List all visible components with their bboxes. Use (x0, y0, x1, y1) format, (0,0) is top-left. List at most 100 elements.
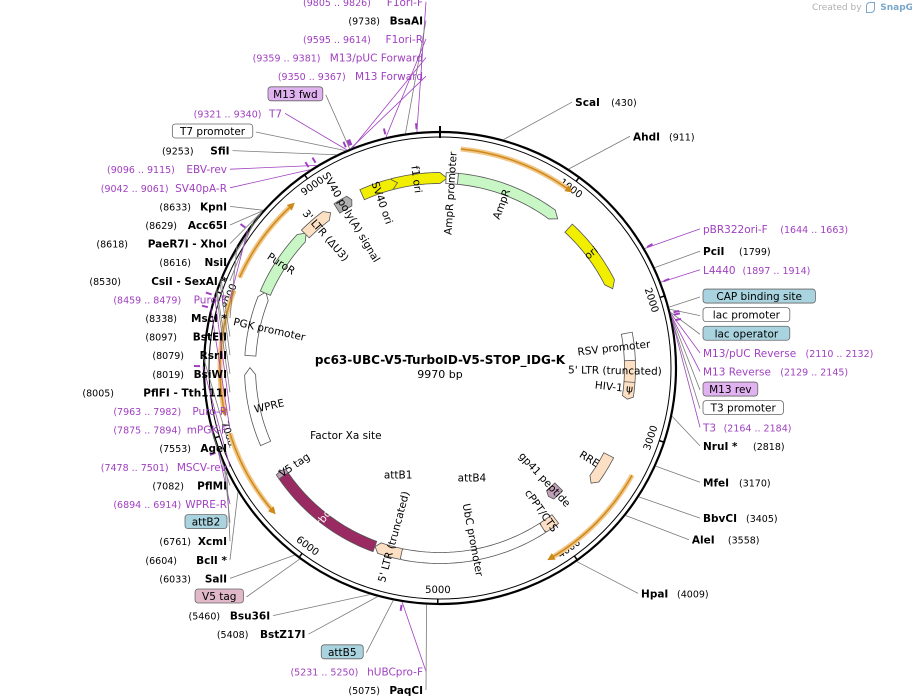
primer-pbr322ori-f[interactable]: pBR322ori-F(1644 .. 1663) (703, 224, 848, 236)
site-bsteii[interactable]: BstEII(8097) (145, 332, 227, 344)
primer-f1ori-r[interactable]: F1ori-R(9595 .. 9614) (303, 34, 423, 46)
feature-label-ltr-5-truncated: 5' LTR (truncated) (376, 490, 412, 584)
label-name: PaqCI (389, 685, 423, 697)
site-sfii[interactable]: SfiI(9253) (162, 146, 230, 158)
site-alei[interactable]: AleI(3558) (692, 535, 760, 547)
feature-wpre[interactable] (244, 367, 272, 447)
feature-rre[interactable] (589, 452, 615, 484)
primer-ebv-rev[interactable]: EBV-rev(9096 .. 9115) (107, 164, 227, 176)
site-csii[interactable]: CsiI - SexAI *(8530) (89, 276, 227, 288)
label-name: CsiI - SexAI * (151, 276, 227, 288)
label-position: (7478 .. 7501) (101, 463, 169, 474)
site-bsiwi[interactable]: BsiWI(8019) (152, 369, 227, 381)
site-msci[interactable]: MscI *(8338) (145, 313, 227, 325)
box-t7-promoter[interactable] (171, 123, 254, 139)
primer-mark-t7 (342, 141, 347, 148)
feature-v5-tag[interactable] (275, 468, 289, 480)
feature-f1-ori[interactable] (390, 172, 448, 190)
label-position: (6604) (145, 556, 177, 567)
site-pcii[interactable]: PciI(1799) (703, 246, 771, 258)
site-bsaai[interactable]: BsaAI(9738) (348, 15, 423, 27)
primer-mark-sv40pa-r (304, 161, 310, 168)
label-position: (7875 .. 7894) (113, 426, 181, 437)
box-lac-promoter[interactable] (702, 307, 791, 323)
primer-puro-f[interactable]: Puro-F(8459 .. 8479) (113, 294, 227, 306)
feature-label-hiv-psi: HIV-1 ψ (594, 379, 633, 395)
primer-f1ori-f[interactable]: F1ori-F(9805 .. 9826) (303, 0, 423, 9)
site-bbvci[interactable]: BbvCI(3405) (703, 513, 778, 525)
feature-ltr-3[interactable] (300, 211, 332, 239)
primer-mark-l4440 (663, 278, 670, 283)
primer-t3[interactable]: T3(2164 .. 2184) (702, 422, 791, 434)
feature-ori[interactable] (564, 223, 615, 290)
primer-l4440[interactable]: L4440(1897 .. 1914) (703, 265, 810, 277)
site-xcmi[interactable]: XcmI(6761) (159, 536, 227, 548)
primer-mpgk-f[interactable]: mPGK-F(7875 .. 7894) (113, 425, 227, 437)
label-name: KpnI (200, 201, 227, 213)
leader-m13puc-fwd (352, 57, 427, 148)
site-nrui[interactable]: NruI *(2818) (703, 441, 785, 453)
site-pflmi[interactable]: PflMI(7082) (152, 480, 227, 492)
site-nsii[interactable]: NsiI(8616) (159, 257, 227, 269)
primer-wpre-r[interactable]: WPRE-R(6894 .. 6914) (113, 499, 227, 511)
box-t3-promoter[interactable] (702, 400, 784, 416)
site-bsu36i[interactable]: Bsu36I(5460) (189, 611, 271, 623)
box-m13-fwd-box[interactable] (267, 86, 324, 102)
leader-m13-rev-box (670, 315, 701, 391)
primer-m13puc-fwd[interactable]: M13/pUC Forward(9359 .. 9381) (253, 53, 423, 65)
feature-gp41[interactable] (546, 482, 564, 500)
feature-label-ubc-promoter: UbC promoter (460, 503, 486, 578)
box-cap-binding[interactable] (702, 288, 816, 304)
site-agei[interactable]: AgeI(7553) (159, 443, 227, 455)
feature-hiv-psi[interactable] (622, 381, 636, 400)
box-attb2[interactable] (184, 514, 228, 529)
feature-ltr-5-truncated[interactable] (374, 542, 403, 560)
box-label-t3-promoter: T3 promoter (710, 403, 777, 415)
primer-mark-puro-f (239, 223, 246, 229)
primer-m13-forward[interactable]: M13 Forward(9350 .. 9367) (278, 71, 423, 83)
box-v5-tag-box[interactable] (194, 588, 244, 604)
feature-pgk-promoter[interactable] (244, 291, 269, 357)
box-lac-operator[interactable] (702, 325, 791, 341)
primer-sv40pa-r[interactable]: SV40pA-R(9042 .. 9061) (101, 183, 227, 195)
site-paer7i[interactable]: PaeR7I - XhoI(8618) (96, 239, 227, 251)
primer-puro-r[interactable]: Puro-R(7963 .. 7982) (113, 406, 227, 418)
primer-hubcpro-f[interactable]: hUBCpro-F(5231 .. 5250) (290, 666, 423, 678)
site-bcli[interactable]: BclI * (6604) (145, 555, 227, 567)
primer-msev-rev[interactable]: MSCV-rev(7478 .. 7501) (101, 462, 227, 474)
box-attb5[interactable] (320, 644, 364, 660)
feature-sv40-pa[interactable] (333, 195, 353, 214)
primer-mark-m13puc-rev (673, 309, 680, 314)
label-name: SalI (205, 573, 227, 585)
primer-mark-hubcpro-f (399, 604, 403, 611)
site-pflfi[interactable]: PflFI - Tth111I(8005) (82, 387, 227, 399)
feature-sv40-ori[interactable] (359, 178, 399, 201)
site-acc65i[interactable]: Acc65I(8629) (145, 220, 227, 232)
site-paqci[interactable]: PaqCI(5075) (348, 685, 423, 697)
leader-cap-binding (668, 296, 701, 308)
feature-ampr[interactable] (456, 172, 559, 220)
site-kpni[interactable]: KpnI(8633) (159, 201, 227, 213)
primer-t7[interactable]: T7(9321 .. 9340) (194, 108, 282, 120)
site-ahdi[interactable]: AhdI(911) (633, 131, 695, 143)
label-position: (1897 .. 1914) (743, 266, 811, 277)
center-title: pc63-UBC-V5-TurboID-V5-STOP_IDG-K 9970 b… (315, 353, 566, 381)
feature-label-pgk-promoter: PGK promoter (232, 316, 307, 344)
site-hpai[interactable]: HpaI(4009) (641, 588, 709, 600)
site-mfei[interactable]: MfeI(3170) (703, 477, 771, 489)
label-name: BclI * (196, 555, 227, 567)
site-bstz17i[interactable]: BstZ17I(5408) (217, 629, 306, 641)
site-scai[interactable]: ScaI(430) (575, 97, 637, 109)
label-name: BstEII (193, 332, 227, 344)
primer-m13puc-rev[interactable]: M13/pUC Reverse(2110 .. 2132) (703, 348, 873, 360)
box-label-t7-promoter: T7 promoter (179, 126, 246, 138)
site-rsrii[interactable]: RsrII(8079) (152, 350, 227, 362)
bp-tick (303, 173, 309, 180)
label-name: F1ori-R (386, 34, 423, 46)
box-m13-rev-box[interactable] (702, 381, 759, 397)
label-name: AleI (692, 535, 715, 547)
label-name: T7 (268, 108, 282, 120)
feature-puror[interactable] (259, 232, 307, 296)
site-sali[interactable]: SalI(6033) (159, 573, 227, 585)
primer-m13-reverse[interactable]: M13 Reverse(2129 .. 2145) (703, 366, 848, 378)
